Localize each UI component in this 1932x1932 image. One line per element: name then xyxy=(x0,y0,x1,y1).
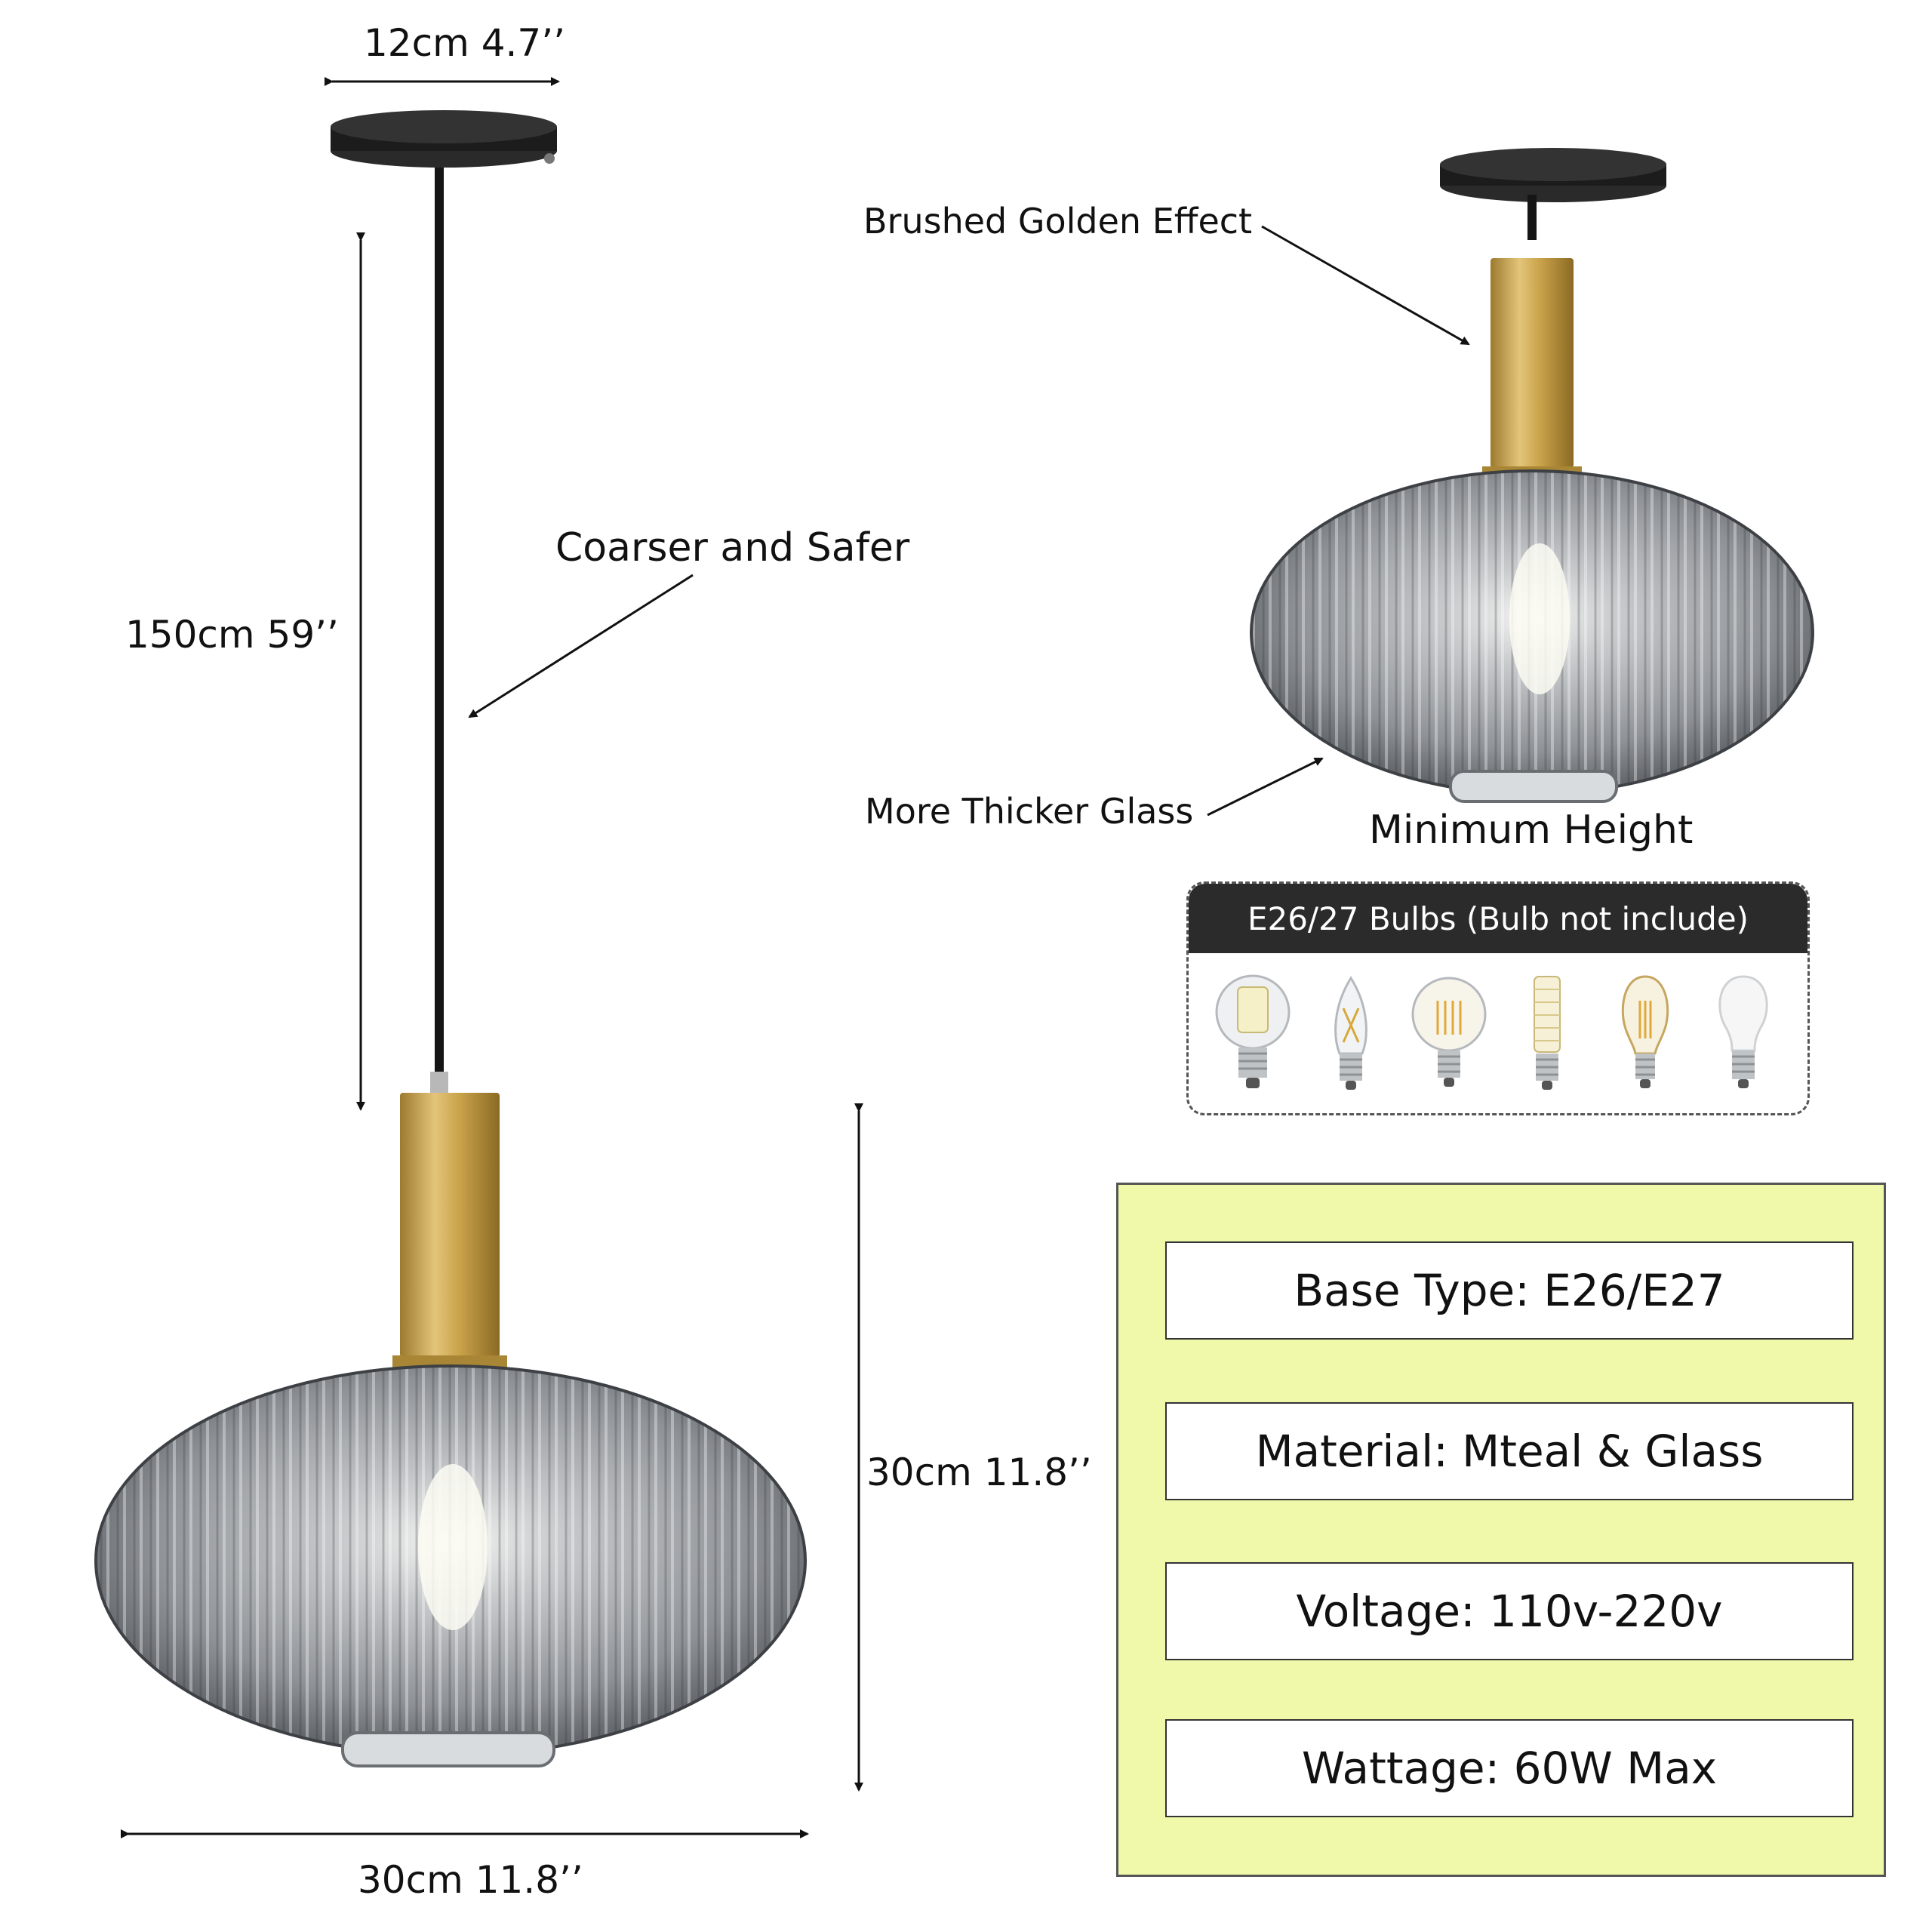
cord-grip xyxy=(430,1072,448,1094)
canopy-width-label: 12cm 4.7’’ xyxy=(364,21,566,65)
bulb-panel-title: E26/27 Bulbs (Bulb not include) xyxy=(1189,884,1807,953)
st-filament-bulb-icon xyxy=(1621,975,1669,1088)
minimum-height-pendant-lamp xyxy=(1250,148,1814,803)
spec-wattage: Wattage: 60W Max xyxy=(1165,1719,1854,1817)
cord-callout-arrow xyxy=(468,574,694,718)
large-pendant-lamp xyxy=(94,110,807,1767)
shade-bottom-rim xyxy=(341,1731,555,1767)
canopy-top xyxy=(331,110,557,143)
cord-callout-label: Coarser and Safer xyxy=(555,525,910,571)
brass-socket-cover xyxy=(1491,258,1574,468)
shade-height-label: 30cm 11.8’’ xyxy=(866,1451,1092,1494)
glass-callout-label: More Thicker Glass xyxy=(865,791,1194,832)
canopy-screw-icon xyxy=(544,153,555,164)
led-corn-bulb-icon xyxy=(1534,976,1561,1090)
bulb-compatibility-panel: E26/27 Bulbs (Bulb not include) xyxy=(1186,881,1810,1115)
power-cord xyxy=(435,168,444,1073)
brass-socket-cover xyxy=(400,1093,500,1357)
shade-width-label: 30cm 11.8’’ xyxy=(358,1858,583,1902)
glass-callout-arrow xyxy=(1207,757,1324,817)
spec-base-type: Base Type: E26/E27 xyxy=(1165,1241,1854,1340)
specifications-panel: Base Type: E26/E27 Material: Mteal & Gla… xyxy=(1116,1183,1886,1877)
socket-callout-arrow xyxy=(1261,225,1470,346)
bulb-icon-row xyxy=(1204,967,1792,1103)
bulb-glow xyxy=(418,1464,488,1630)
spec-voltage: Voltage: 110v-220v xyxy=(1165,1562,1854,1660)
led-corn-globe-bulb-icon xyxy=(1215,974,1291,1088)
socket-callout-label: Brushed Golden Effect xyxy=(863,201,1253,242)
minimum-height-label: Minimum Height xyxy=(1369,808,1694,853)
cord-length-label: 150cm 59’’ xyxy=(125,613,339,657)
spec-material: Material: Mteal & Glass xyxy=(1165,1402,1854,1500)
globe-filament-bulb-icon xyxy=(1411,977,1487,1087)
a19-led-bulb-icon xyxy=(1718,975,1768,1088)
candle-filament-bulb-icon xyxy=(1334,976,1367,1090)
